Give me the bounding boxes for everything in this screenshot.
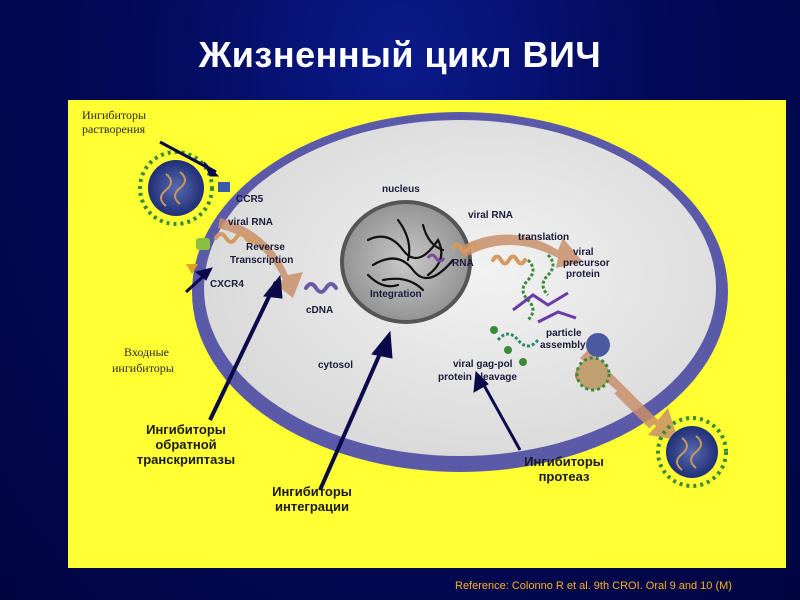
label-cytosol: cytosol <box>318 360 353 371</box>
entry-inhibitors-line1: Входные <box>124 345 169 359</box>
slide-title: Жизненный цикл ВИЧ <box>0 34 800 76</box>
integrase-inhibitors-line1: Ингибиторы <box>272 484 352 499</box>
label-cdna: cDNA <box>306 305 333 316</box>
protease-inhibitors-line1: Ингибиторы <box>524 454 604 469</box>
label-ccr5: CCR5 <box>236 194 264 205</box>
integrase-inhibitors-line2: интеграции <box>275 499 349 514</box>
label-assembly: assembly <box>540 340 586 351</box>
label-protein: protein <box>566 269 600 280</box>
rt-inhibitors-line3: транскриптазы <box>137 452 235 467</box>
entry-inhibitors-line2: ингибиторы <box>112 361 174 375</box>
label-nucleus: nucleus <box>382 184 420 195</box>
rt-inhibitors-line1: Ингибиторы <box>146 422 226 437</box>
label-precursor: precursor <box>563 258 610 269</box>
label-gag-pol: viral gag-pol <box>453 359 513 370</box>
label-rna: RNA <box>452 258 474 269</box>
label-transcription: Transcription <box>230 255 293 266</box>
rt-inhibitors-line2: обратной <box>155 437 216 452</box>
fusion-inhibitors-line2: растворения <box>82 122 146 136</box>
protease-inhibitors-line2: протеаз <box>539 469 590 484</box>
cd4-receptor <box>196 238 210 250</box>
label-translation: translation <box>518 232 569 243</box>
label-viral: viral <box>573 247 594 258</box>
reference-citation: Reference: Colonno R et al. 9th CROI. Or… <box>455 580 732 592</box>
label-reverse: Reverse <box>246 242 285 253</box>
hiv-lifecycle-diagram: CCR5 viral RNA Reverse Transcription CXC… <box>68 100 786 568</box>
label-cxcr4: CXCR4 <box>210 279 244 290</box>
label-particle: particle <box>546 328 582 339</box>
fusion-inhibitors-line1: Ингибиторы <box>82 108 146 122</box>
label-viral-rna-left: viral RNA <box>228 217 273 228</box>
label-integration: Integration <box>370 289 422 300</box>
ccr5-receptor <box>218 182 230 192</box>
label-viral-rna-right: viral RNA <box>468 210 513 221</box>
virion-right <box>658 418 726 486</box>
diagram-panel: CCR5 viral RNA Reverse Transcription CXC… <box>68 100 786 568</box>
budding-virion <box>577 358 609 390</box>
